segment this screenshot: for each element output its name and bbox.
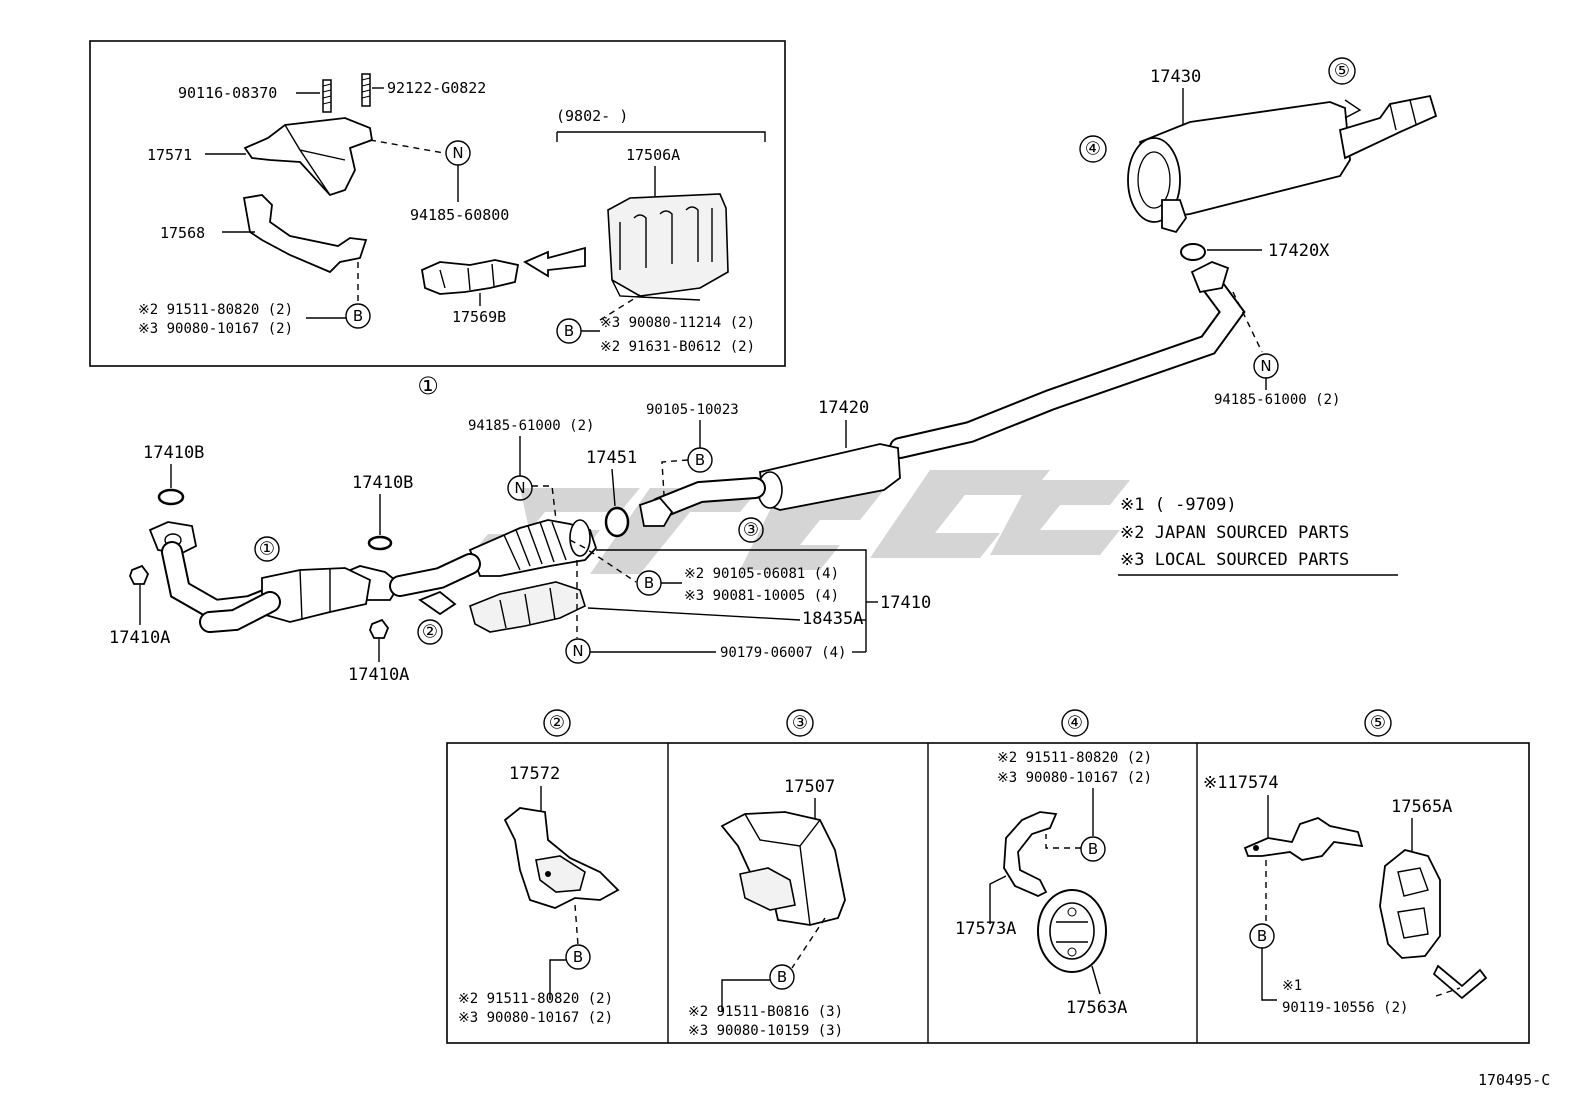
hanger-rod-17573a-icon — [1003, 811, 1058, 897]
panel-3: ③ 17507 B ※2 91511-B0816 (3) ※3 90080-10… — [688, 709, 846, 1039]
circle-b: B — [1088, 840, 1098, 858]
bracket-17568-icon — [242, 194, 368, 274]
catalyst-cover-17506a-icon — [607, 193, 729, 297]
inset-box-1 — [89, 40, 786, 367]
label-90105-10023: 90105-10023 — [646, 402, 739, 418]
label-panel5-note1: ※1 — [1282, 978, 1302, 994]
bar-icon — [1432, 964, 1488, 1000]
label-17569b: 17569B — [452, 308, 506, 326]
legend: ※1 ( -9709) ※2 JAPAN SOURCED PARTS ※3 LO… — [1118, 495, 1398, 576]
label-18435a: 18435A — [802, 609, 863, 629]
label-90119-10556: 90119-10556 (2) — [1282, 1000, 1408, 1016]
main-number-3: ③ — [743, 520, 759, 541]
label-17451: 17451 — [586, 448, 637, 468]
hanger-17574-icon — [1243, 817, 1364, 861]
rubber-mount-17565a-icon — [1379, 849, 1441, 959]
circle-n: N — [514, 479, 525, 497]
panel-number-5: ⑤ — [1370, 713, 1386, 734]
circle-n: N — [1260, 357, 1271, 375]
legend-note-1: ※1 ( -9709) — [1120, 495, 1237, 515]
panel-2: ② 17572 B ※2 91511-80820 (2) ※3 90080-10… — [458, 709, 620, 1026]
circle-b: B — [644, 574, 654, 592]
nut-17410a-icon — [369, 618, 390, 639]
gasket-17410b-icon — [367, 535, 393, 551]
circle-b: B — [1257, 927, 1267, 945]
panel-4: ④ ※2 91511-80820 (2) ※3 90080-10167 (2) … — [955, 709, 1152, 1018]
circle-b: B — [573, 948, 583, 966]
label-17410b-left: 17410B — [143, 443, 204, 463]
label-17573a: 17573A — [955, 919, 1016, 939]
label-17571: 17571 — [147, 146, 192, 164]
label-b-left-2: ※2 91511-80820 (2) — [138, 302, 293, 318]
circle-b: B — [564, 322, 574, 340]
circle-b: B — [695, 451, 705, 469]
main-number-1: ① — [259, 539, 275, 560]
label-17507: 17507 — [784, 777, 835, 797]
gasket-17451-icon — [604, 506, 630, 538]
stud-icon — [361, 73, 371, 107]
panel-number-3: ③ — [792, 713, 808, 734]
label-90105-06081: ※2 90105-06081 (4) — [684, 566, 839, 582]
circle-n: N — [572, 642, 583, 660]
label-17410a-mid: 17410A — [348, 665, 409, 685]
label-94185-60800: 94185-60800 — [410, 206, 509, 224]
label-17420: 17420 — [818, 398, 869, 418]
front-pipe-icon — [148, 521, 371, 633]
label-panel3-b3: ※3 90080-10159 (3) — [688, 1023, 843, 1039]
label-17574: ※117574 — [1203, 773, 1279, 793]
label-17568: 17568 — [160, 224, 205, 242]
label-90116-08370: 90116-08370 — [178, 84, 277, 102]
nut-17410a-icon — [129, 564, 150, 585]
hanger-bracket-icon — [418, 590, 457, 616]
inset-number-1: ① — [417, 372, 439, 400]
muffler-17430-icon — [1127, 94, 1438, 234]
legend-note-3: ※3 LOCAL SOURCED PARTS — [1120, 550, 1349, 570]
panel-5: ⑤ ※117574 17565A B ※1 90119-10556 (2) — [1203, 709, 1488, 1016]
label-94185-61000-right: 94185-61000 (2) — [1214, 392, 1340, 408]
label-17506a: 17506A — [626, 146, 680, 164]
main-number-5: ⑤ — [1334, 61, 1350, 82]
stud-icon — [322, 79, 332, 113]
legend-note-2: ※2 JAPAN SOURCED PARTS — [1120, 523, 1349, 543]
label-b-left-3: ※3 90080-10167 (2) — [138, 321, 293, 337]
label-17430: 17430 — [1150, 67, 1201, 87]
center-pipe-17420-icon — [638, 261, 1246, 527]
main-number-4: ④ — [1085, 139, 1101, 160]
label-panel2-b2: ※2 91511-80820 (2) — [458, 991, 613, 1007]
rubber-mount-17563a-icon — [1037, 889, 1107, 973]
label-panel4-top3: ※3 90080-10167 (2) — [997, 770, 1152, 786]
label-panel3-b2: ※2 91511-B0816 (3) — [688, 1004, 843, 1020]
label-panel2-b3: ※3 90080-10167 (2) — [458, 1010, 613, 1026]
label-17565a: 17565A — [1391, 797, 1452, 817]
label-17410a-left: 17410A — [109, 628, 170, 648]
panel-number-4: ④ — [1067, 713, 1083, 734]
label-17420x: 17420X — [1268, 241, 1330, 261]
label-b-right-3: ※3 90080-11214 (2) — [600, 315, 755, 331]
label-90179-06007: 90179-06007 (4) — [720, 645, 846, 661]
label-90081-10005: ※3 90081-10005 (4) — [684, 588, 839, 604]
panels-box — [446, 742, 1530, 1044]
label-date-range: (9802- ) — [556, 107, 628, 125]
circle-b: B — [353, 307, 363, 325]
label-17572: 17572 — [509, 764, 560, 784]
panel-number-2: ② — [549, 713, 565, 734]
gasket-17410b-icon — [157, 488, 185, 506]
circle-b: B — [777, 968, 787, 986]
main-number-2: ② — [422, 622, 438, 643]
label-92122-g0822: 92122-G0822 — [387, 79, 486, 97]
diagram-id: 170495-C — [1478, 1071, 1550, 1089]
bracket-17571-icon — [243, 117, 374, 197]
circle-n: N — [452, 144, 463, 162]
label-17410b-mid: 17410B — [352, 473, 413, 493]
gasket-17420x-icon — [1180, 243, 1206, 261]
label-17410: 17410 — [880, 593, 931, 613]
arrow-left-icon — [523, 246, 586, 278]
label-94185-61000-left: 94185-61000 (2) — [468, 418, 594, 434]
label-panel4-top2: ※2 91511-80820 (2) — [997, 750, 1152, 766]
label-b-right-2: ※2 91631-B0612 (2) — [600, 339, 755, 355]
label-17563a: 17563A — [1066, 998, 1127, 1018]
